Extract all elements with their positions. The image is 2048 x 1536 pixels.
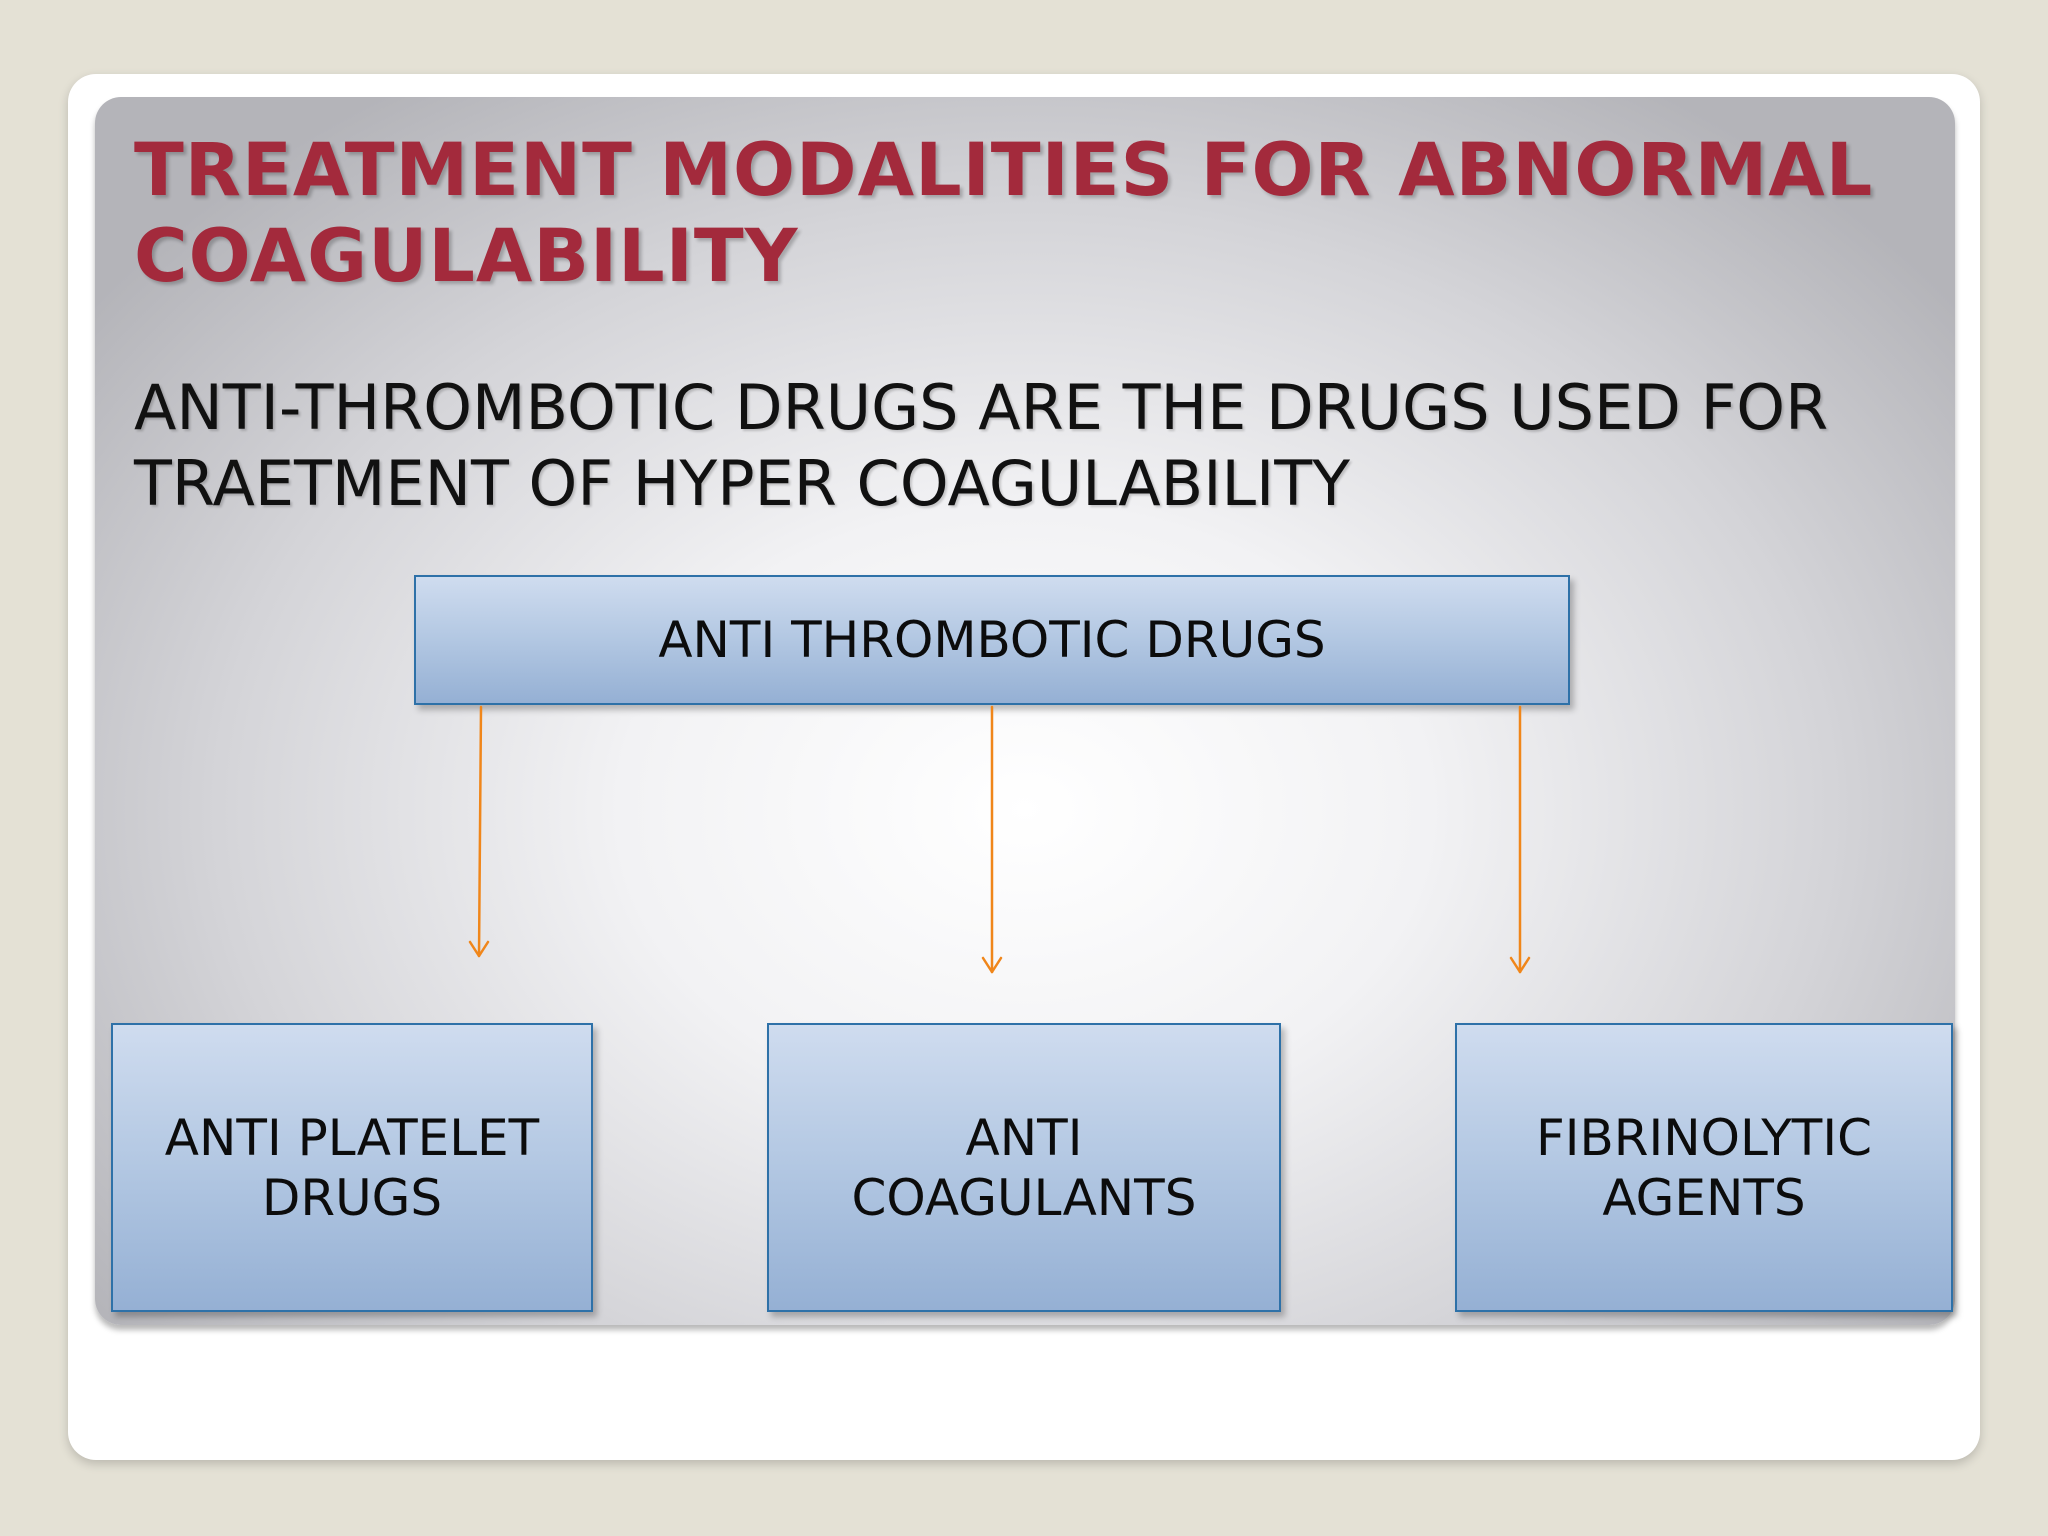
diagram-root-label: ANTI THROMBOTIC DRUGS (658, 611, 1326, 669)
slide-subtitle: ANTI-THROMBOTIC DRUGS ARE THE DRUGS USED… (134, 371, 1829, 520)
diagram-box-label: ANTI COAGULANTS (851, 1108, 1197, 1227)
slide-title: TREATMENT MODALITIES FOR ABNORMAL COAGUL… (134, 128, 1874, 299)
diagram-box-label: ANTI PLATELET DRUGS (164, 1108, 540, 1227)
diagram-box-label: FIBRINOLYTIC AGENTS (1535, 1108, 1872, 1227)
diagram-box-anti-platelet: ANTI PLATELET DRUGS (111, 1023, 593, 1312)
diagram-root-box: ANTI THROMBOTIC DRUGS (414, 575, 1570, 705)
diagram-box-anti-coagulants: ANTI COAGULANTS (767, 1023, 1281, 1312)
diagram-box-fibrinolytic: FIBRINOLYTIC AGENTS (1455, 1023, 1953, 1312)
